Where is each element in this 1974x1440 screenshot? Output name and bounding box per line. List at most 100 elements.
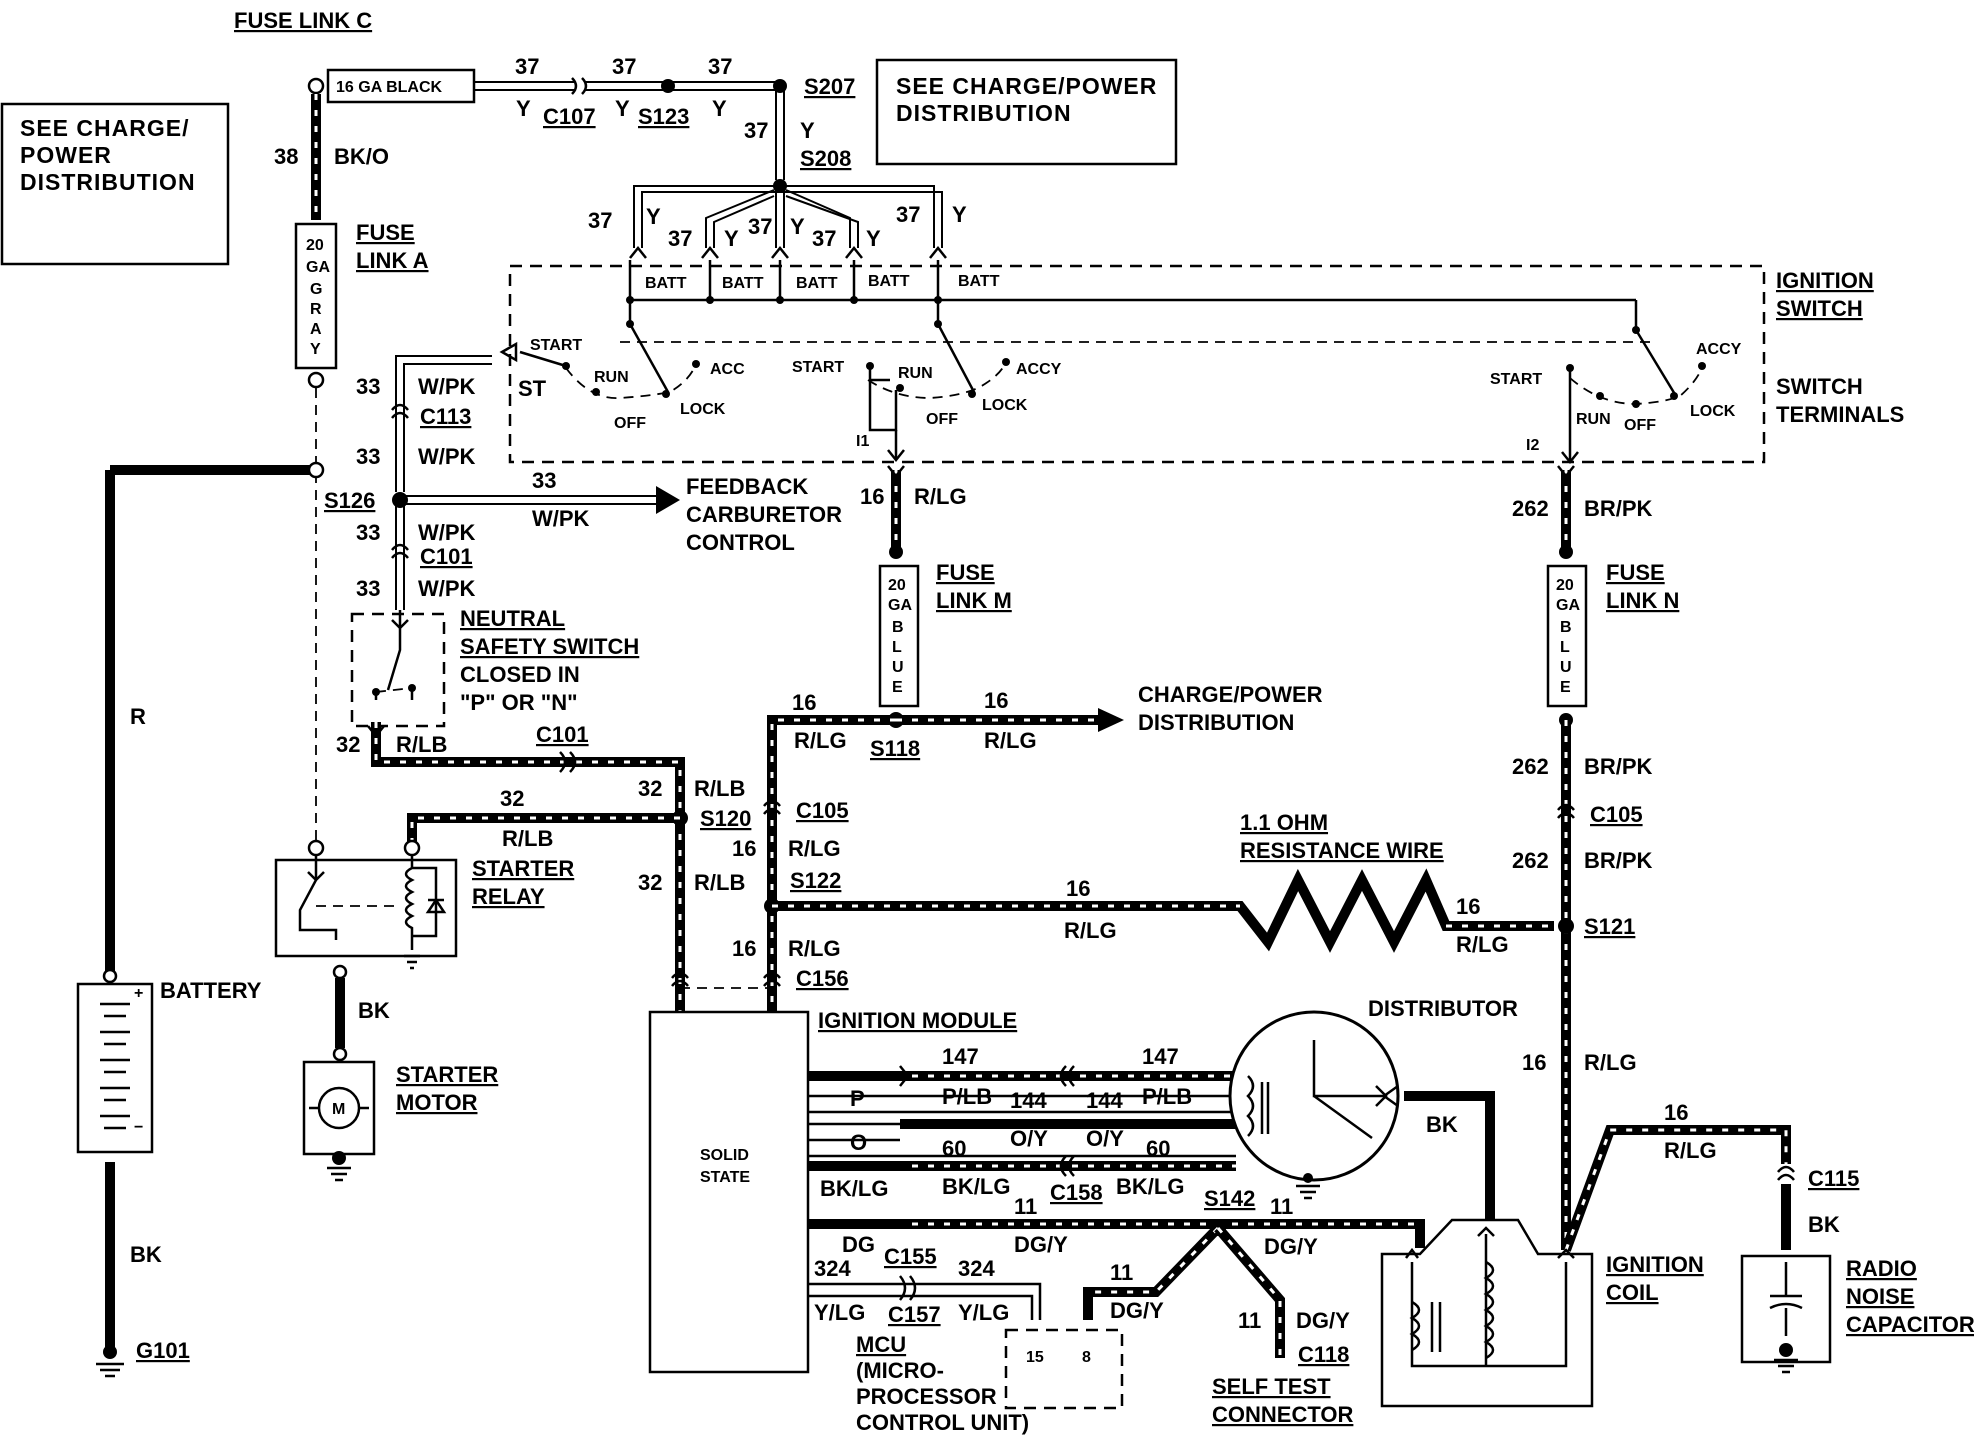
- label-wires-rlb: R/LB: [502, 826, 553, 851]
- label-labels-start: START: [1490, 371, 1542, 388]
- label-wires-y: Y: [646, 204, 661, 229]
- label-labels-batt: BATT: [645, 275, 687, 292]
- label-labels-radio_3: CAPACITOR: [1846, 1312, 1974, 1337]
- label-connectors-c113: C113: [420, 404, 471, 429]
- label-labels-resistance_2: RESISTANCE WIRE: [1240, 838, 1444, 863]
- ignition-module: [648, 1010, 810, 1374]
- label-wires-w33: 33: [356, 374, 380, 399]
- label-wires-wpk: W/PK: [532, 506, 590, 531]
- label-connectors-s118: S118: [870, 736, 920, 761]
- label-wires-bk: BK: [130, 1242, 162, 1267]
- label-wires-w16: 16: [1522, 1050, 1546, 1075]
- splice-s207-label: S207: [804, 74, 855, 99]
- label-labels-neutral_4: "P" OR "N": [460, 690, 578, 715]
- label-labels-batt: BATT: [958, 273, 1000, 290]
- svg-text:G: G: [310, 281, 322, 298]
- label-wires-bklg: BK/LG: [942, 1174, 1010, 1199]
- splice-s207: [773, 79, 787, 93]
- label-labels-ignition_module: IGNITION MODULE: [818, 1008, 1017, 1033]
- label-labels-fuse_link_a_2: LINK A: [356, 248, 429, 273]
- svg-text:A: A: [310, 321, 322, 338]
- label-wires-y: Y: [712, 96, 727, 121]
- label-wires-y: Y: [516, 96, 531, 121]
- label-labels-neutral_2: SAFETY SWITCH: [460, 634, 639, 659]
- label-connectors-c156: C156: [796, 966, 849, 991]
- label-labels-start: START: [792, 359, 844, 376]
- svg-text:GA: GA: [306, 259, 330, 276]
- svg-text:20: 20: [1556, 577, 1574, 594]
- label-wires-w16: 16: [1664, 1100, 1688, 1125]
- svg-text:20: 20: [888, 577, 906, 594]
- label-wires-rlg: R/LG: [1456, 932, 1509, 957]
- label-wires-wpk: W/PK: [418, 576, 476, 601]
- label-wires-w147: 147: [942, 1044, 979, 1069]
- label-wires-bk: BK: [358, 998, 390, 1023]
- label-wires-w37: 37: [748, 214, 772, 239]
- label-labels-i2: I2: [1526, 437, 1539, 454]
- label-wires-rlg: R/LG: [788, 836, 841, 861]
- label-wires-w37: 37: [668, 226, 692, 251]
- see-charge-right-box: [875, 58, 1178, 166]
- label-wires-w32: 32: [638, 776, 662, 801]
- svg-text:E: E: [892, 679, 903, 696]
- label-wires-w37: 37: [896, 202, 920, 227]
- label-wires-w16: 16: [792, 690, 816, 715]
- label-labels-st: ST: [518, 376, 547, 401]
- label-labels-starter_motor_1: STARTER: [396, 1062, 498, 1087]
- label-labels-solid_state_1: SOLID: [700, 1147, 749, 1164]
- label-wires-w11: 11: [1238, 1308, 1261, 1333]
- label-wires-w37: 37: [515, 54, 539, 79]
- label-wires-dgy: DG/Y: [1110, 1298, 1164, 1323]
- label-wires-y: Y: [866, 226, 881, 251]
- label-wires-p: P: [850, 1086, 865, 1111]
- label-labels-radio_1: RADIO: [1846, 1256, 1917, 1281]
- label-labels-battery: BATTERY: [160, 978, 262, 1003]
- label-wires-dgy: DG/Y: [1014, 1232, 1068, 1257]
- label-labels-motor_m: M: [332, 1101, 345, 1118]
- label-labels-i1: I1: [856, 433, 869, 450]
- label-labels-feedback_1: FEEDBACK: [686, 474, 808, 499]
- label-connectors-s122: S122: [790, 868, 841, 893]
- label-wires-w16: 16: [732, 836, 756, 861]
- label-labels-ignition_coil_2: COIL: [1606, 1280, 1659, 1305]
- label-labels-fuse_link_n_1: FUSE: [1606, 560, 1665, 585]
- label-labels-charge_power_2: DISTRIBUTION: [1138, 710, 1294, 735]
- label-wires-w11: 11: [1270, 1194, 1293, 1219]
- label-labels-fuse_link_m_2: LINK M: [936, 588, 1012, 613]
- svg-text:L: L: [1560, 639, 1570, 656]
- label-labels-mcu_pin_15: 15: [1026, 1349, 1044, 1366]
- svg-text:E: E: [1560, 679, 1571, 696]
- label-wires-rlg: R/LG: [1664, 1138, 1717, 1163]
- label-connectors-c105b: C105: [1590, 802, 1643, 827]
- label-wires-w147: 147: [1142, 1044, 1179, 1069]
- label-connectors-c101: C101: [420, 544, 473, 569]
- label-wires-plb: P/LB: [1142, 1084, 1192, 1109]
- label-labels-see_charge_left_1: SEE CHARGE/: [20, 115, 189, 141]
- label-wires-w144: 144: [1086, 1088, 1123, 1113]
- label-wires-w33: 33: [356, 520, 380, 545]
- label-wires-rlg: R/LG: [1064, 918, 1117, 943]
- svg-text:−: −: [134, 1119, 143, 1136]
- label-labels-feedback_2: CARBURETOR: [686, 502, 842, 527]
- connector-c107: C107: [543, 104, 596, 129]
- svg-text:U: U: [892, 659, 904, 676]
- battery: [76, 982, 154, 1154]
- label-labels-run: RUN: [1576, 411, 1611, 428]
- label-wires-oy: O/Y: [1010, 1126, 1048, 1151]
- label-labels-lock: LOCK: [1690, 403, 1736, 420]
- svg-text:U: U: [1560, 659, 1572, 676]
- label-labels-off: OFF: [614, 415, 646, 432]
- label-wires-w16: 16: [1456, 894, 1480, 919]
- label-labels-starter_motor_2: MOTOR: [396, 1090, 478, 1115]
- label-labels-acc: ACC: [710, 361, 745, 378]
- label-wires-oy: O/Y: [1086, 1126, 1124, 1151]
- label-labels-distributor: DISTRIBUTOR: [1368, 996, 1518, 1021]
- label-wires-y: Y: [952, 202, 967, 227]
- label-labels-off: OFF: [926, 411, 958, 428]
- label-connectors-c155: C155: [884, 1244, 937, 1269]
- svg-text:L: L: [892, 639, 902, 656]
- label-labels-neutral_3: CLOSED IN: [460, 662, 580, 687]
- label-wires-w16: 16: [984, 688, 1008, 713]
- label-wires-w11: 11: [1110, 1260, 1133, 1285]
